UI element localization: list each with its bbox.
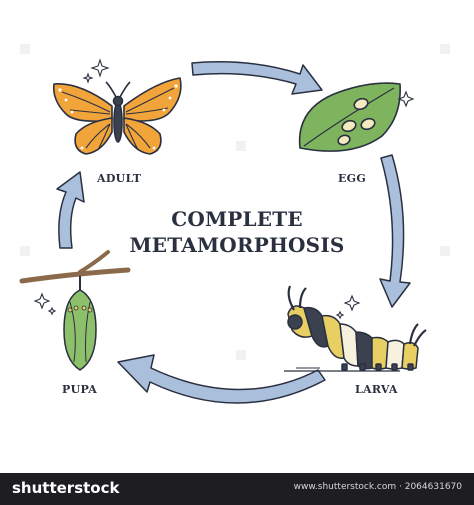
watermark-tile [236, 141, 246, 151]
title-line-2: METAMORPHOSIS [129, 233, 345, 257]
arrow-egg-to-larva [379, 154, 411, 308]
cycle-arrows [56, 61, 411, 404]
butterfly-icon [52, 77, 182, 155]
stock-image-id: www.shutterstock.com · 2064631670 [293, 482, 462, 492]
sparkle-icon [82, 58, 110, 84]
label-egg: EGG [338, 172, 367, 185]
stock-logo: shutterstock [12, 479, 120, 497]
diagram-title: COMPLETE METAMORPHOSIS [100, 206, 374, 258]
chrysalis-icon [19, 250, 131, 371]
cycle-illustration [19, 58, 427, 404]
title-line-1: COMPLETE [171, 207, 303, 231]
watermark-tile [440, 246, 450, 256]
arrow-adult-to-egg [191, 61, 323, 95]
leaf-eggs-icon [298, 82, 401, 152]
watermark-tile [440, 44, 450, 54]
stock-footer-bar: shutterstock www.shutterstock.com · 2064… [0, 473, 474, 505]
arrow-larva-to-pupa [117, 354, 326, 404]
watermark-tile [236, 350, 246, 360]
sparkle-icon [335, 294, 361, 320]
watermark-tile [20, 44, 30, 54]
sparkle-icon [397, 90, 415, 108]
sparkle-icon [33, 292, 57, 316]
label-pupa: PUPA [62, 383, 98, 396]
arrow-pupa-to-adult [56, 171, 85, 249]
label-adult: ADULT [97, 172, 142, 185]
watermark-tile [20, 246, 30, 256]
label-larva: LARVA [355, 383, 398, 396]
caterpillar-icon [284, 285, 427, 372]
